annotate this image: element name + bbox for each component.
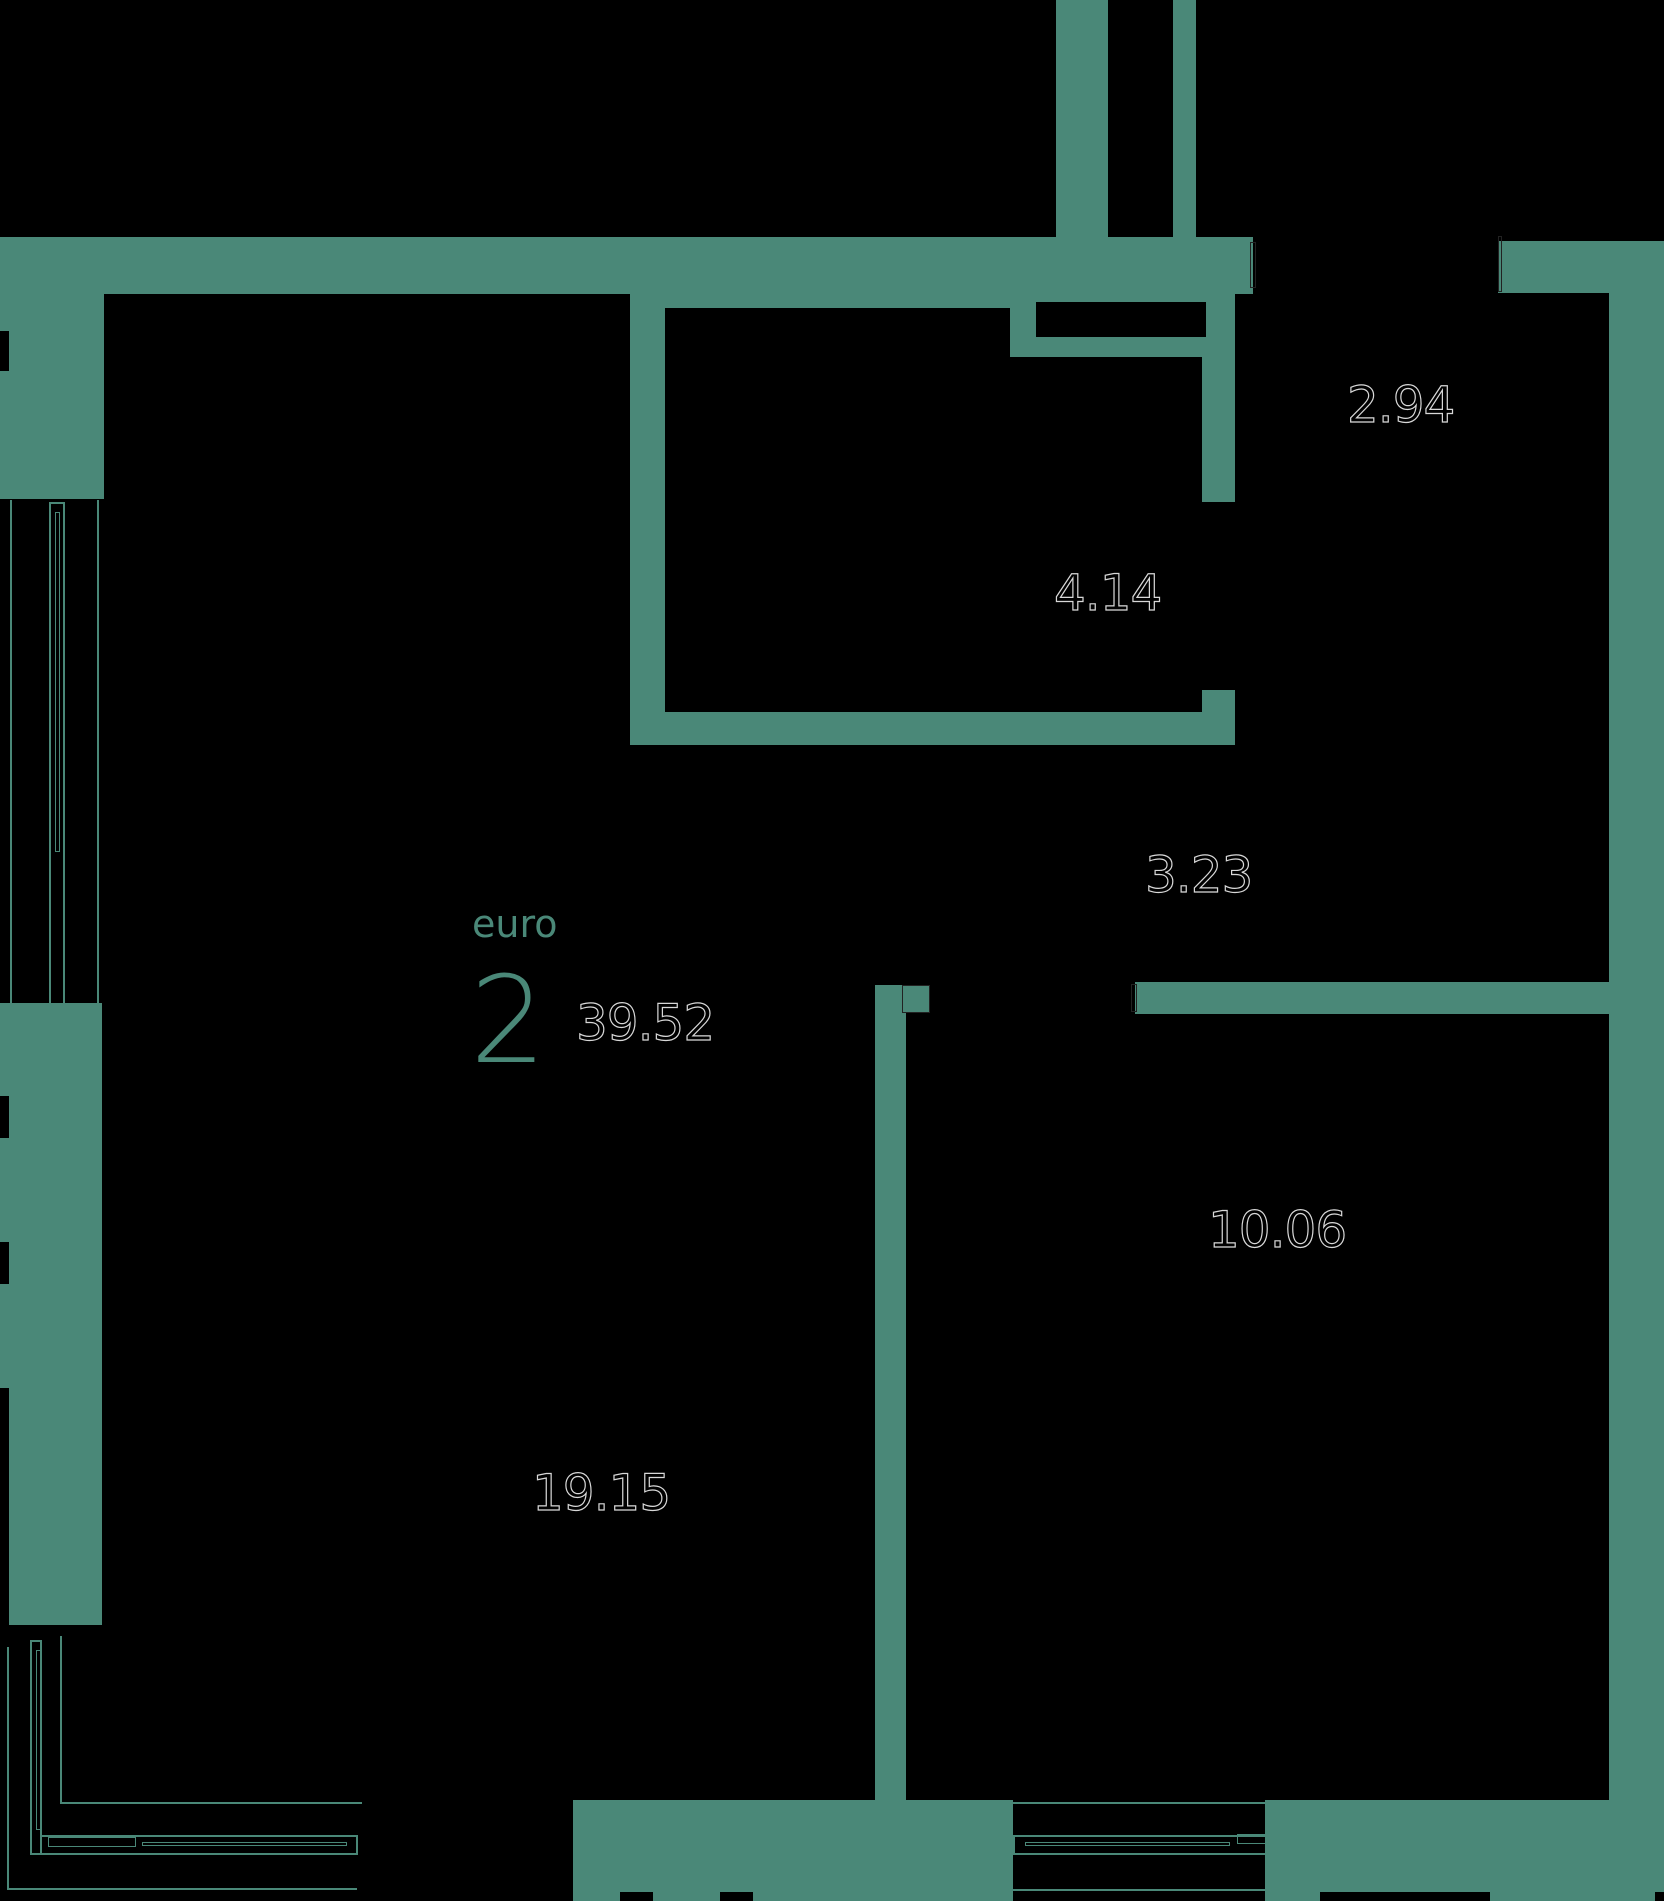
room-count: 2 bbox=[470, 952, 547, 1091]
bathroom-wall-right-lower bbox=[1202, 690, 1235, 745]
bathroom-wall-bottom bbox=[630, 712, 1235, 745]
total-area: 39.52 bbox=[575, 994, 715, 1052]
partition-living-bedroom bbox=[875, 985, 906, 1805]
bottom-wall-center bbox=[573, 1800, 1013, 1901]
bedroom-door-jamb-right bbox=[1131, 984, 1137, 1012]
entrance-door-jamb-right bbox=[1498, 236, 1502, 292]
left-window-1-glass bbox=[55, 512, 60, 852]
left-wall-notch-1 bbox=[0, 331, 9, 371]
bottom-window-living-sash-2 bbox=[142, 1842, 347, 1846]
left-window-2-glass bbox=[36, 1650, 41, 1830]
left-wall-notch-3 bbox=[0, 1242, 9, 1284]
bottom-wall-notch-1 bbox=[620, 1892, 653, 1901]
room-area-bedroom: 10.06 bbox=[1207, 1201, 1347, 1259]
bathroom-door-gap bbox=[1202, 502, 1235, 690]
left-window-1-outer bbox=[10, 500, 99, 1010]
partition-corridor-bedroom bbox=[1135, 982, 1610, 1014]
room-area-bathroom: 4.14 bbox=[1053, 564, 1163, 622]
top-exterior-wall bbox=[0, 237, 1253, 294]
bottom-window-bedroom-outer bbox=[945, 1802, 1267, 1891]
left-wall-notch-4 bbox=[0, 1388, 9, 1628]
bathroom-wall-left bbox=[630, 292, 665, 745]
bottom-wall-notch-4 bbox=[1655, 1892, 1664, 1901]
shaft-column-right bbox=[1173, 0, 1196, 240]
loggia-outline-left bbox=[7, 1647, 9, 1890]
shaft-niche bbox=[1036, 302, 1206, 337]
loggia-outline-bottom bbox=[7, 1888, 357, 1890]
apartment-type-label: euro bbox=[472, 902, 558, 946]
bottom-wall-notch-3 bbox=[1320, 1892, 1490, 1901]
shaft-column-left bbox=[1056, 0, 1108, 240]
room-area-hallway-top: 2.94 bbox=[1346, 376, 1456, 434]
left-wall-upper bbox=[0, 237, 104, 499]
bottom-window-bedroom-sash-1 bbox=[1025, 1842, 1230, 1846]
entrance-door-jamb-left bbox=[1250, 242, 1256, 288]
room-area-living-kitchen: 19.15 bbox=[531, 1464, 671, 1522]
room-area-corridor: 3.23 bbox=[1144, 846, 1254, 904]
bedroom-door-jamb-left bbox=[902, 985, 930, 1013]
living-inner-edge-bottom bbox=[60, 1802, 362, 1804]
bottom-window-living-frame bbox=[40, 1835, 358, 1855]
left-wall-lower bbox=[9, 1388, 102, 1625]
living-inner-edge-left bbox=[60, 1636, 62, 1804]
bottom-wall-right-end bbox=[1527, 1800, 1609, 1901]
left-wall-notch-2 bbox=[0, 1096, 9, 1138]
bottom-wall-notch-2 bbox=[720, 1892, 753, 1901]
left-window-2-frame bbox=[30, 1640, 42, 1855]
bottom-window-living-sash-1 bbox=[48, 1837, 136, 1847]
right-exterior-wall bbox=[1609, 241, 1664, 1801]
